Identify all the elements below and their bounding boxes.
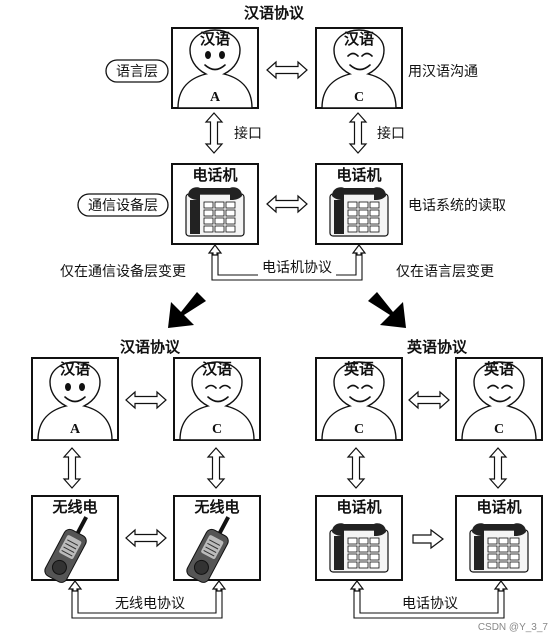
bottom-left-radio-left-box: 无线电 — [31, 495, 119, 585]
box-title: 英语 — [344, 360, 374, 378]
arrowhead-icon — [350, 580, 364, 592]
arrowhead-icon — [494, 580, 508, 592]
box-title: 电话机 — [336, 498, 381, 516]
language-layer-label: 语言层 — [116, 64, 158, 80]
bottom-right-phone-right-box: 电话机 — [455, 495, 543, 581]
box-letter: C — [212, 422, 222, 437]
desk-phone-icon — [185, 186, 245, 237]
caption-phone-system: 电话系统的读取 — [408, 197, 506, 214]
bottom-right-person-2-box: 英语 C — [455, 357, 543, 441]
phone-protocol-label: 电话机协议 — [262, 260, 332, 276]
interface-label-right: 接口 — [377, 125, 405, 142]
phone-protocol-bottom-label: 电话协议 — [402, 596, 458, 612]
desk-phone-icon — [329, 522, 389, 573]
box-letter: A — [70, 422, 81, 437]
top-phone-right-box: 电话机 — [315, 163, 403, 245]
comm-layer-label: 通信设备层 — [88, 197, 158, 214]
language-layer-pill — [105, 59, 169, 83]
phone-protocol-bottom-connector — [350, 580, 508, 619]
bottom-left-protocol-label: 汉语协议 — [120, 338, 181, 356]
right-arrow-icon — [412, 528, 444, 550]
box-letter: A — [210, 90, 221, 105]
box-title: 电话机 — [192, 166, 237, 184]
caption-communicate-chinese: 用汉语沟通 — [408, 64, 478, 80]
double-arrow-icon — [349, 112, 367, 154]
top-person-a-box: 汉语 A — [171, 27, 259, 109]
bottom-left-person-a-box: 汉语 A — [31, 357, 119, 441]
interface-label-left: 接口 — [234, 125, 262, 142]
box-letter: C — [354, 90, 364, 105]
bottom-right-protocol-label: 英语协议 — [407, 338, 468, 356]
bottom-right-person-1-box: 英语 C — [315, 357, 403, 441]
box-title: 汉语 — [200, 30, 230, 48]
double-arrow-icon — [266, 195, 308, 213]
arrowhead-icon — [208, 244, 222, 256]
box-title: 汉语 — [60, 360, 90, 378]
comm-layer-pill — [77, 193, 169, 217]
double-arrow-icon — [125, 529, 167, 547]
arrowhead-icon — [68, 580, 82, 592]
box-title: 英语 — [484, 360, 514, 378]
box-letter: C — [354, 422, 364, 437]
box-letter: C — [494, 422, 504, 437]
double-arrow-icon — [63, 447, 81, 489]
bottom-left-radio-right-box: 无线电 — [173, 495, 261, 585]
box-title: 电话机 — [476, 498, 521, 516]
double-arrow-icon — [125, 391, 167, 409]
bottom-right-phone-left-box: 电话机 — [315, 495, 403, 581]
arrowhead-icon — [212, 580, 226, 592]
desk-phone-icon — [469, 522, 529, 573]
box-title: 无线电 — [193, 498, 239, 516]
radio-protocol-label: 无线电协议 — [115, 596, 185, 612]
box-title: 汉语 — [344, 30, 374, 48]
double-arrow-icon — [266, 61, 308, 79]
arrowhead-icon — [352, 244, 366, 256]
desk-phone-icon — [329, 186, 389, 237]
top-phone-left-box: 电话机 — [171, 163, 259, 245]
branch-arrow-left-icon — [168, 292, 206, 328]
radio-protocol-connector — [68, 580, 226, 619]
double-arrow-icon — [207, 447, 225, 489]
bottom-left-person-c-box: 汉语 C — [173, 357, 261, 441]
top-person-c-box: 汉语 C — [315, 27, 403, 109]
branch-caption-right: 仅在语言层变更 — [396, 264, 494, 280]
box-title: 汉语 — [202, 360, 232, 378]
watermark: CSDN @Y_3_7 — [478, 622, 549, 633]
branch-caption-left: 仅在通信设备层变更 — [60, 263, 186, 280]
double-arrow-icon — [489, 447, 507, 489]
box-title: 无线电 — [51, 498, 97, 516]
double-arrow-icon — [205, 112, 223, 154]
double-arrow-icon — [347, 447, 365, 489]
box-title: 电话机 — [336, 166, 381, 184]
double-arrow-icon — [408, 391, 450, 409]
branch-arrow-right-icon — [368, 292, 406, 328]
top-protocol-label: 汉语协议 — [244, 4, 305, 22]
